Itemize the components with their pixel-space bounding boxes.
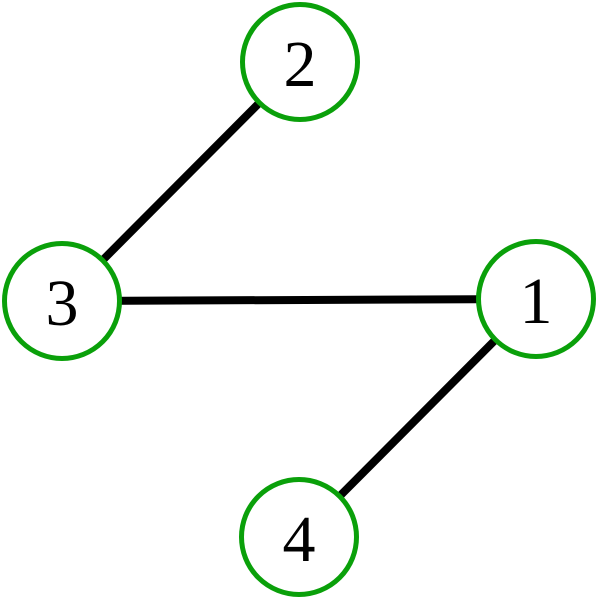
node-4-label: 4 [283, 503, 316, 576]
node-3-circle [2, 241, 122, 361]
node-2-circle [240, 2, 360, 122]
node-1-label: 1 [520, 265, 553, 338]
node-2: 2 [240, 2, 360, 122]
node-4: 4 [239, 477, 359, 597]
node-3: 3 [2, 241, 122, 361]
edge-3-1 [61, 295, 537, 305]
node-4-circle [239, 477, 359, 597]
node-1-circle [476, 239, 596, 359]
node-3-label: 3 [46, 267, 79, 340]
node-1: 1 [476, 239, 596, 359]
node-2-label: 2 [284, 28, 317, 101]
